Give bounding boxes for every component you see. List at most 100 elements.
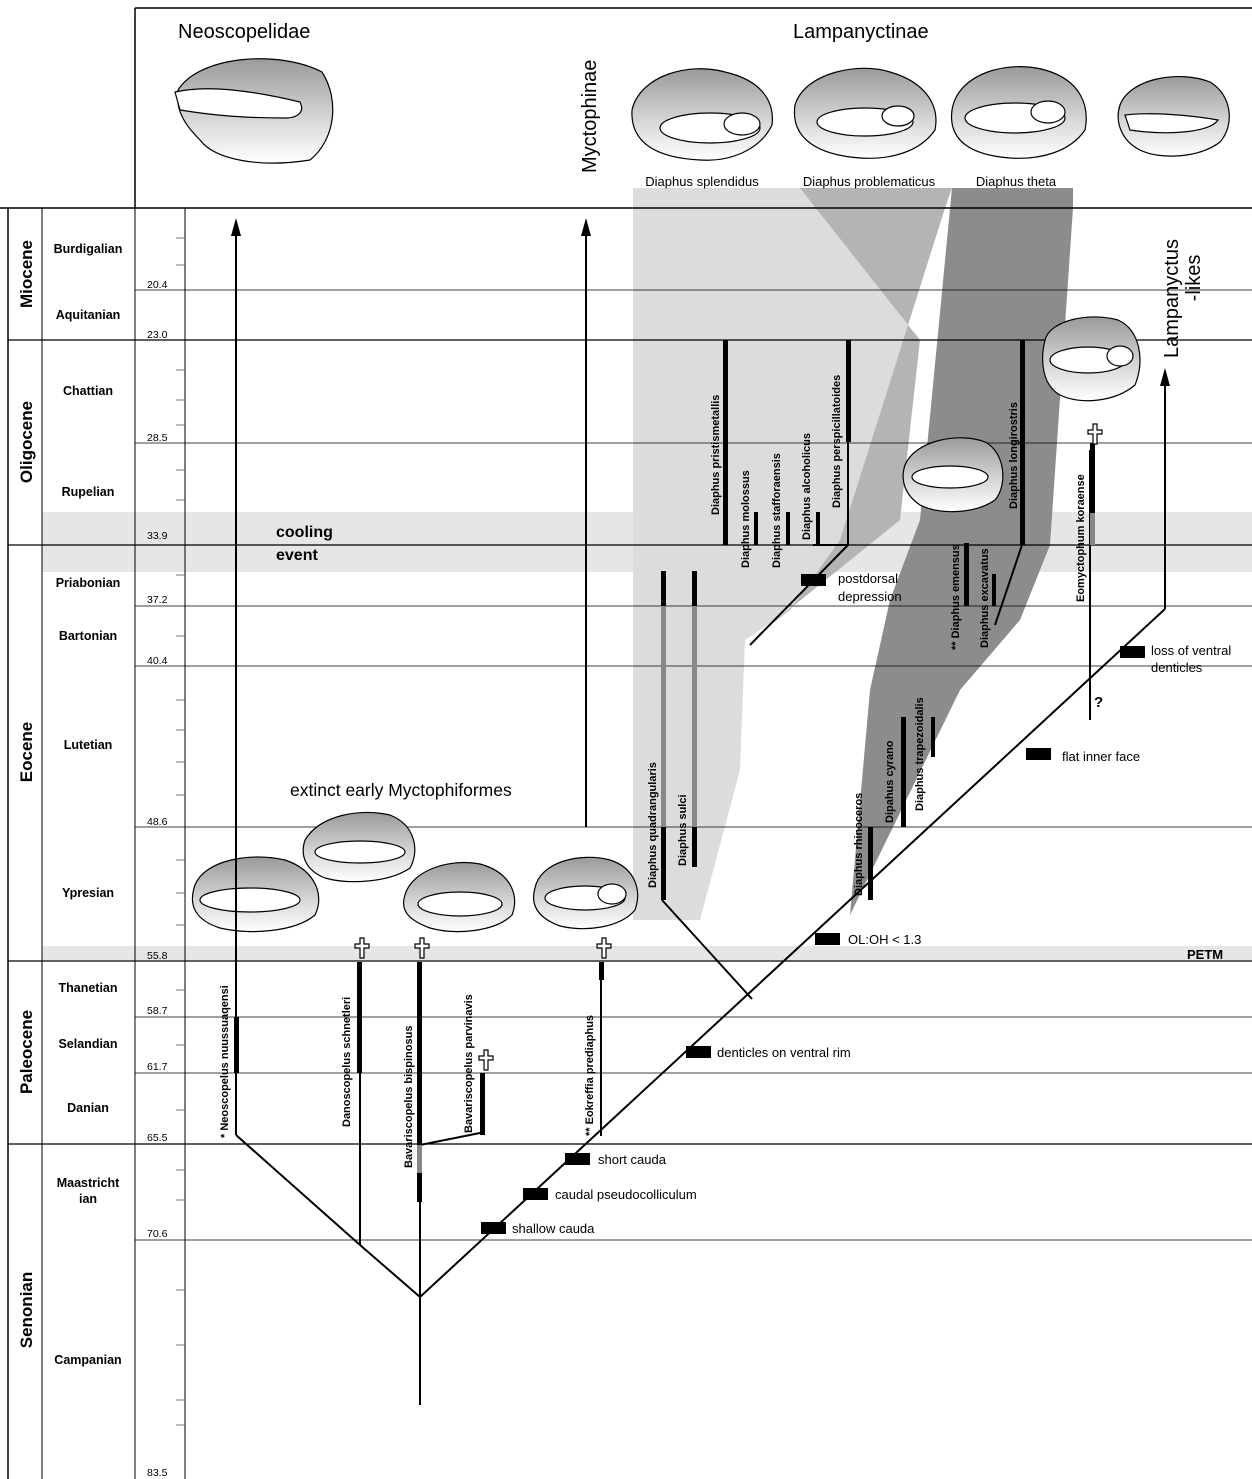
marker-oloh (815, 933, 840, 945)
range-cyrano (901, 717, 906, 827)
frame (0, 7, 1252, 1479)
cross-koraense-icon (1087, 423, 1103, 445)
range-longirostris (1020, 340, 1025, 545)
range-nuussuaqensis (234, 1017, 239, 1073)
age-83-5: 83.5 (147, 1467, 168, 1479)
age-37-2: 37.2 (147, 594, 168, 606)
range-schnetleri (357, 962, 362, 1073)
range-sulci-base (692, 827, 697, 867)
age-40-4: 40.4 (147, 655, 168, 667)
range-stafforaensis (786, 512, 790, 545)
label-pseudo: caudal pseudocolliculum (555, 1187, 697, 1202)
label-question: ? (1094, 694, 1103, 711)
age-55-8: 55.8 (147, 950, 168, 962)
stage-lutetian: Lutetian (64, 738, 113, 752)
taxon-pristismetallis: Diaphus pristismetallis (710, 395, 722, 515)
age-23-0: 23.0 (147, 329, 168, 341)
range-bispinosus-black (417, 962, 422, 1145)
label-denticles: denticles on ventral rim (717, 1045, 851, 1060)
epoch-senonian: Senonian (17, 1272, 36, 1349)
age-33-9: 33.9 (147, 530, 168, 542)
label-loss-2: denticles (1151, 660, 1203, 675)
range-quadrangularis-top (661, 571, 666, 606)
group-lampanyctus-sub: -likes (1183, 255, 1205, 302)
top-species-labels: Diaphus splendidus Diaphus problematicus… (645, 174, 1057, 189)
otolith-problematicus (793, 67, 937, 159)
epoch-eocene: Eocene (17, 722, 36, 782)
taxon-stafforaensis: Diaphus stafforaensis (771, 453, 783, 568)
stage-selandian: Selandian (58, 1037, 117, 1051)
taxon-emensus: ** Diaphus emensus (950, 544, 962, 650)
range-quadrangularis-base (661, 827, 666, 900)
stage-ypresian: Ypresian (62, 886, 114, 900)
taxon-prediaphus: ** Eokreffia prediaphus (584, 1015, 596, 1136)
stage-bartonian: Bartonian (59, 629, 117, 643)
marker-loss-denticles (1120, 646, 1145, 658)
otolith-prediaphus (533, 856, 639, 930)
cross-schnetleri-icon (354, 937, 370, 959)
otolith-emensus (902, 437, 1004, 513)
otolith-neoscopelidae (174, 58, 334, 164)
stage-thanetian: Thanetian (58, 981, 117, 995)
stage-burdigalian: Burdigalian (54, 242, 123, 256)
group-lampanyctinae: Lampanyctinae (793, 21, 929, 43)
label-cooling-2: event (276, 547, 318, 564)
cross-bispinosus-icon (414, 937, 430, 959)
label-oloh: OL:OH < 1.3 (848, 932, 921, 947)
age-labels: 20.4 23.0 28.5 33.9 37.2 40.4 48.6 55.8 … (147, 279, 168, 1479)
age-58-7: 58.7 (147, 1005, 168, 1017)
stage-aquitanian: Aquitanian (56, 308, 121, 322)
epoch-paleocene: Paleocene (17, 1010, 36, 1094)
otolith-drawings (174, 58, 1230, 933)
label-shallow: shallow cauda (512, 1221, 595, 1236)
range-perspicillatoides (846, 340, 851, 442)
group-myctophinae: Myctophinae (579, 60, 601, 173)
taxon-molossus: Diaphus molossus (740, 470, 752, 568)
range-prediaphus (599, 962, 604, 980)
stage-boundaries (8, 289, 1252, 1241)
label-cooling-1: cooling (276, 524, 333, 541)
taxon-labels: Diaphus pristismetallis Diaphus molossus… (219, 375, 1087, 1168)
label-postdorsal-1: postdorsal (838, 571, 898, 586)
range-koraense-grey (1090, 513, 1095, 545)
taxon-rhinoceros: Diaphus rhinoceros (853, 793, 865, 896)
age-ticks (176, 237, 185, 1426)
group-labels: Neoscopelidae Lampanyctinae Myctophinae … (178, 21, 1205, 358)
range-molossus (754, 512, 758, 545)
otolith-nuussuaqensis (191, 856, 320, 933)
taxon-parvinavis: Bavariscopelus parvinavis (463, 994, 475, 1133)
range-sulci-grey (692, 606, 697, 827)
age-48-6: 48.6 (147, 816, 168, 828)
stage-danian: Danian (67, 1101, 109, 1115)
marker-postdorsal (801, 574, 826, 586)
stage-campanian: Campanian (54, 1353, 121, 1367)
marker-shallow-cauda (481, 1222, 506, 1234)
arrow-lampanyctus (1160, 368, 1170, 386)
arrow-neoscopelidae (231, 218, 241, 236)
taxon-trapezoidalis: Diaphus trapezoidalis (914, 697, 926, 811)
taxon-excavatus: Diaphus excavatus (979, 548, 991, 648)
range-emensus (964, 543, 969, 606)
apomorphy-markers (481, 574, 1145, 1234)
label-loss-1: loss of ventral (1151, 643, 1231, 658)
stage-maastrichtian-1: Maastricht (57, 1176, 120, 1190)
range-quadrangularis-grey (661, 606, 666, 827)
taxon-cyrano: Dipahus cyrano (884, 740, 896, 823)
label-diaphus-theta: Diaphus theta (976, 174, 1057, 189)
taxon-perspicillatoides: Diaphus perspicillatoides (831, 375, 843, 508)
age-70-6: 70.6 (147, 1228, 168, 1240)
extinction-crosses (354, 423, 1103, 1071)
stage-priabonian: Priabonian (56, 576, 121, 590)
event-labels: cooling event PETM (276, 524, 1223, 962)
apomorphy-labels: postdorsal depression loss of ventral de… (512, 571, 1231, 1236)
otolith-schnetleri (302, 811, 416, 883)
taxon-bispinosus: Bavariscopelus bispinosus (403, 1026, 415, 1168)
range-rhinoceros (868, 827, 873, 900)
group-neoscopelidae: Neoscopelidae (178, 21, 310, 43)
clade-light-shade (633, 188, 945, 920)
range-excavatus (992, 574, 996, 606)
taxon-schnetleri: Danoscopelus schnetleri (341, 997, 353, 1127)
petm-band (42, 946, 1252, 960)
range-bispinosus-lower (417, 1173, 422, 1202)
